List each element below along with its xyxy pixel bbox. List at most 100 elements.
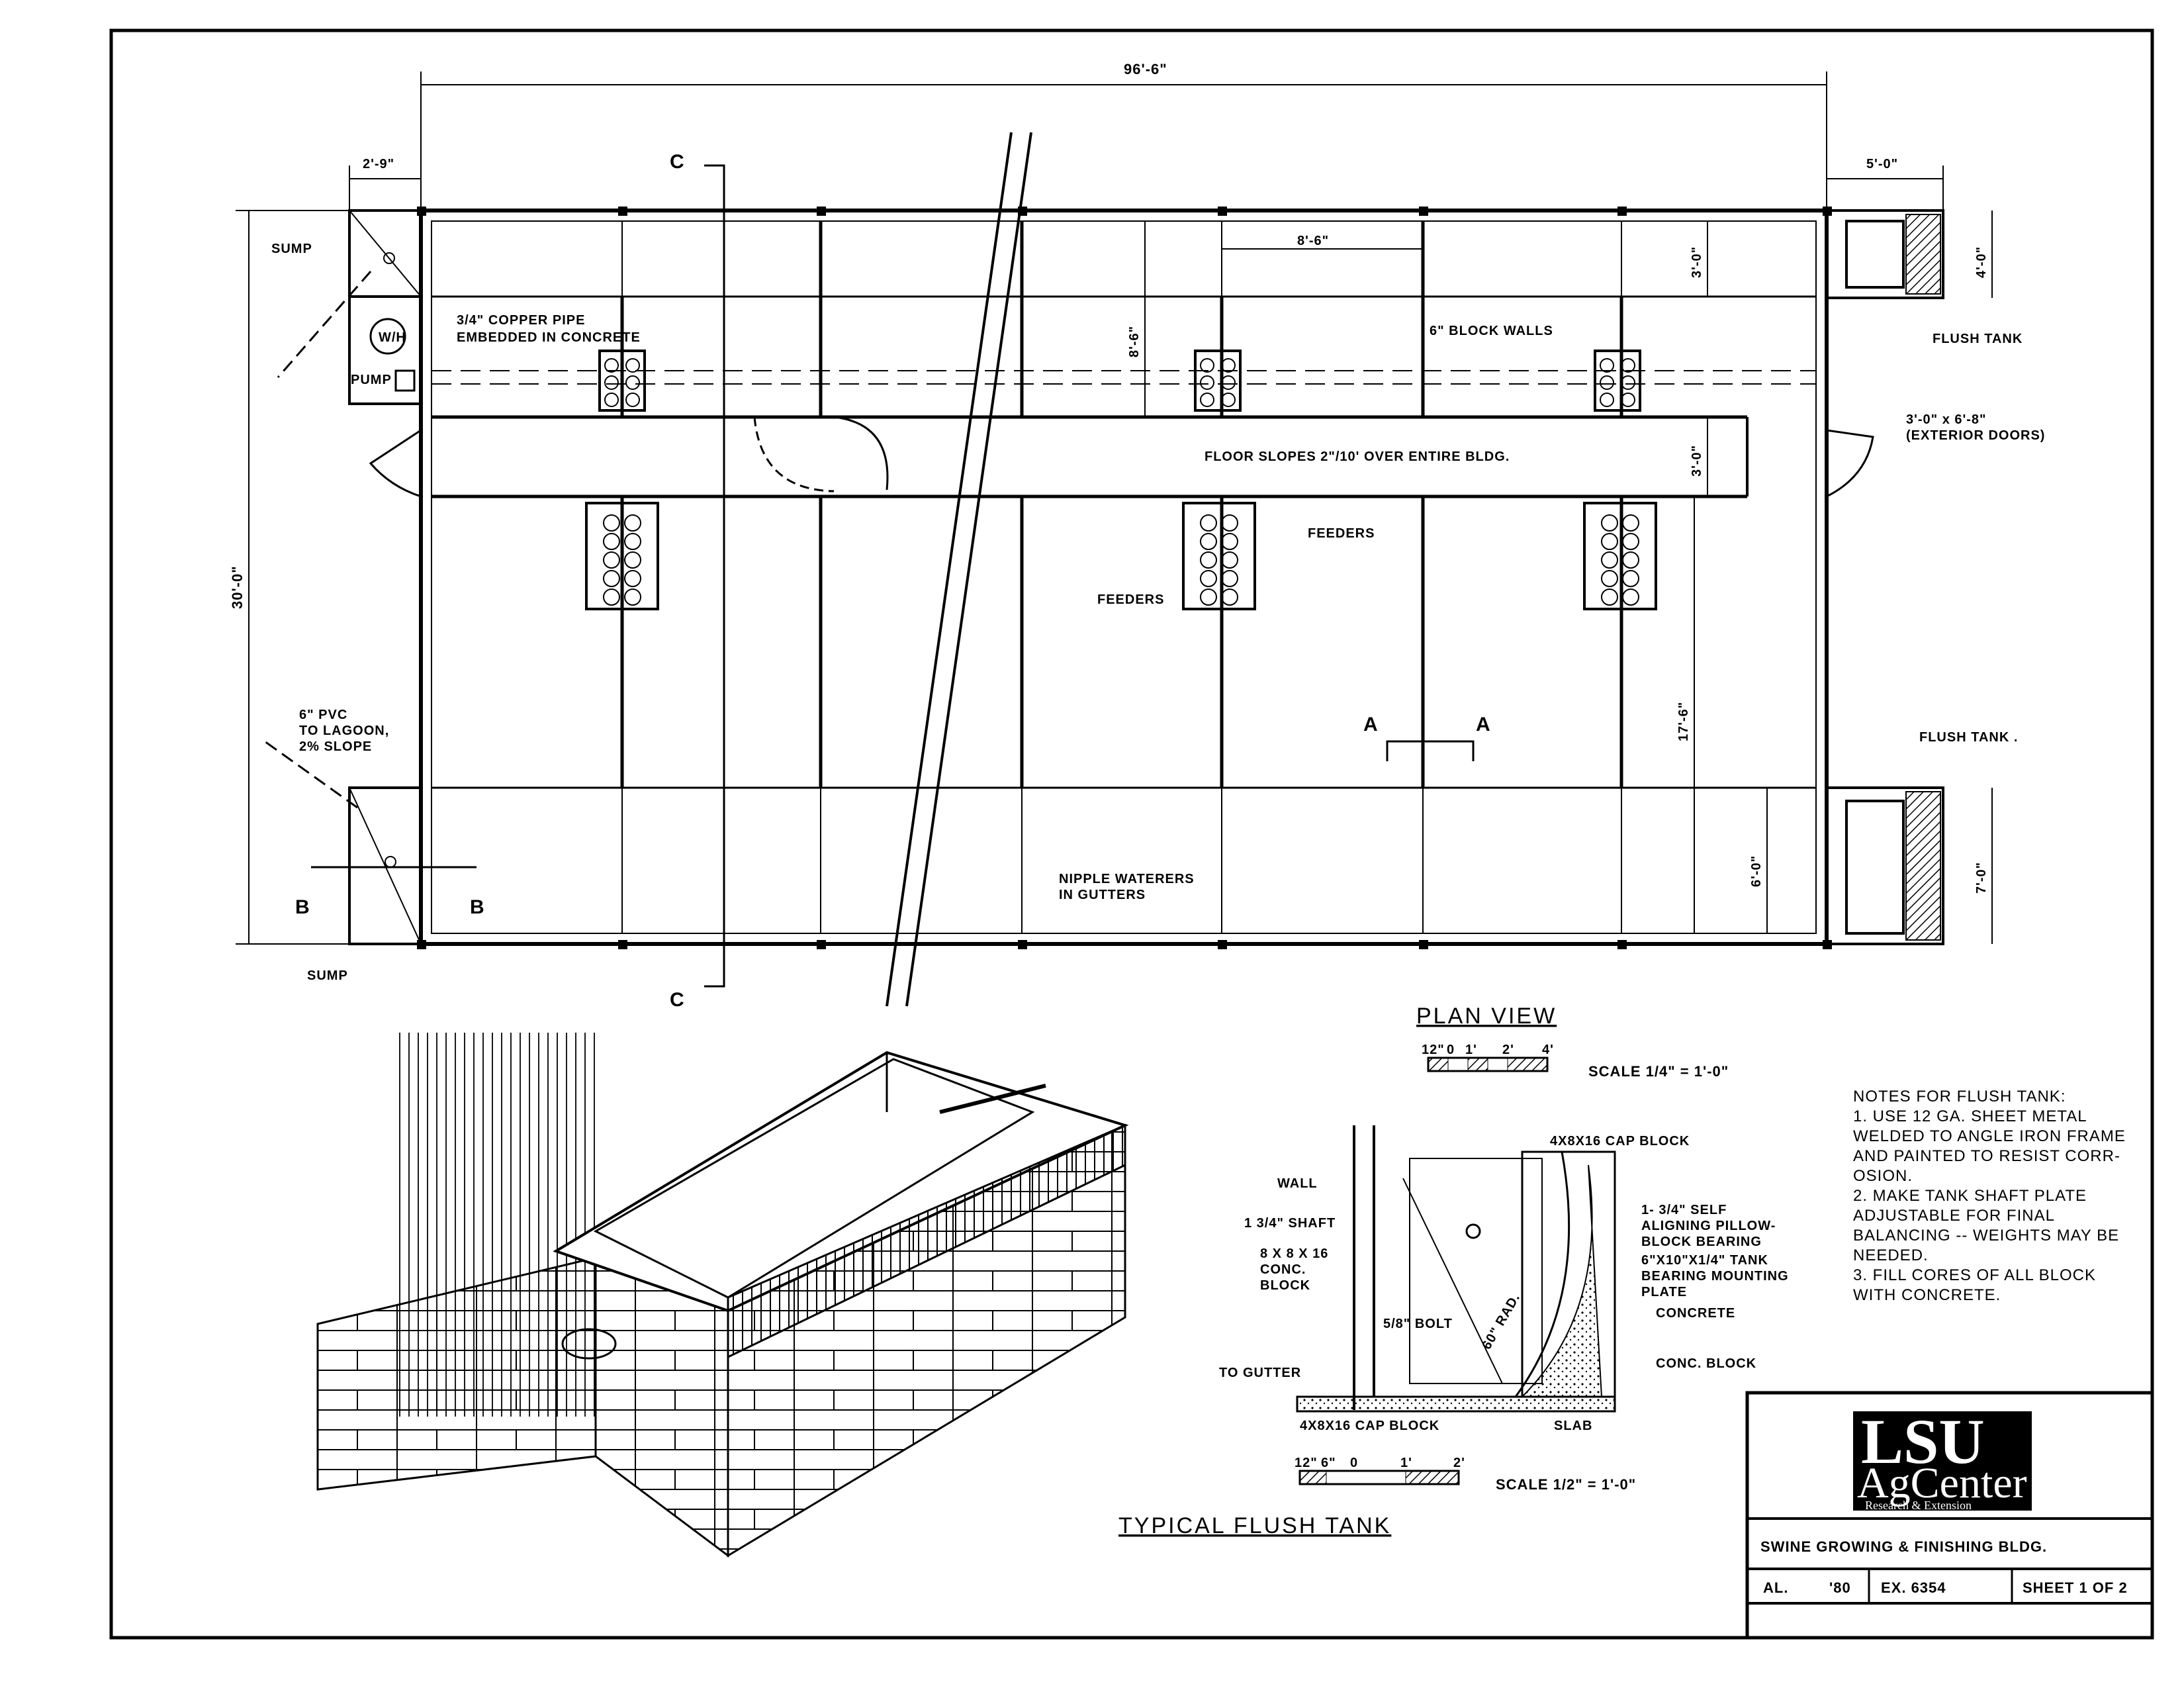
note-line: OSION. <box>1853 1167 1913 1185</box>
section-mark-c-bottom: C <box>670 989 684 1011</box>
plan-view <box>236 71 1993 1007</box>
section-detail <box>1296 1125 1616 1413</box>
dim-pen-width: 8'-6" <box>1297 234 1329 248</box>
break-line-right <box>905 132 1032 1007</box>
section-mark-b-right: B <box>470 896 484 918</box>
label-cap-block-bottom: 4X8X16 CAP BLOCK <box>1300 1419 1439 1433</box>
label-conc-block-2: CONC. <box>1260 1262 1306 1277</box>
note-line: NEEDED. <box>1853 1246 1929 1264</box>
title-block <box>1745 1391 2154 1640</box>
feeder <box>585 502 659 610</box>
label-doors-type: (EXTERIOR DOORS) <box>1906 428 2045 443</box>
dim-overall-length: 96'-6" <box>1124 61 1167 77</box>
dim-right-tank: 5'-0" <box>1866 157 1898 171</box>
dim-top-gutter: 3'-0" <box>1690 246 1704 278</box>
label-embedded: EMBEDDED IN CONCRETE <box>457 330 641 345</box>
feeder <box>1182 502 1256 610</box>
scale-plan-tick: 4' <box>1542 1043 1554 1057</box>
scale-detail-tick: 0 <box>1350 1456 1358 1470</box>
note-line: AND PAINTED TO RESIST CORR- <box>1853 1147 2120 1165</box>
sump-room-bottom <box>348 786 422 945</box>
scale-detail-text: SCALE 1/2" = 1'-0" <box>1496 1476 1636 1493</box>
project-title: SWINE GROWING & FINISHING BLDG. <box>1760 1538 2047 1555</box>
scale-bar-detail <box>1298 1470 1460 1485</box>
label-shaft: 1 3/4" SHAFT <box>1244 1216 1336 1231</box>
label-to-gutter: TO GUTTER <box>1219 1366 1301 1380</box>
section-mark-a-right: A <box>1476 714 1490 735</box>
flush-tank-title: TYPICAL FLUSH TANK <box>1118 1513 1391 1538</box>
heater-room <box>348 295 422 405</box>
scale-plan-tick: 2' <box>1502 1043 1514 1057</box>
dim-tank-bottom: 7'-0" <box>1974 862 1989 894</box>
label-feeders-right: FEEDERS <box>1308 526 1375 541</box>
section-mark-a-left: A <box>1363 714 1378 735</box>
scale-bar-plan <box>1427 1056 1549 1072</box>
scale-plan-text: SCALE 1/4" = 1'-0" <box>1588 1063 1729 1080</box>
label-floor-slope: FLOOR SLOPES 2"/10' OVER ENTIRE BLDG. <box>1205 449 1510 464</box>
dim-bottom-gutter: 6'-0" <box>1749 855 1764 887</box>
note-line: WELDED TO ANGLE IRON FRAME <box>1853 1127 2126 1145</box>
scale-detail-tick: 2' <box>1453 1456 1465 1470</box>
label-sump-bottom: SUMP <box>307 968 348 983</box>
note-line: 2. MAKE TANK SHAFT PLATE <box>1853 1187 2087 1205</box>
feeder <box>598 350 646 412</box>
feeders-group <box>585 350 1657 610</box>
label-sump-top: SUMP <box>271 242 312 256</box>
label-feeders-left: FEEDERS <box>1097 592 1164 607</box>
section-mark-b-left: B <box>295 896 310 918</box>
flush-tank-bottom <box>1825 786 1944 945</box>
label-concrete: CONCRETE <box>1656 1306 1735 1321</box>
title-state: AL. <box>1763 1579 1788 1596</box>
label-pvc-1: 6" PVC <box>299 708 347 722</box>
title-sheet: SHEET 1 OF 2 <box>2023 1579 2128 1596</box>
scale-detail-tick: 1' <box>1400 1456 1412 1470</box>
note-line: 1. USE 12 GA. SHEET METAL <box>1853 1107 2087 1125</box>
label-nipple-2: IN GUTTERS <box>1059 888 1146 902</box>
label-pillow-2: ALIGNING PILLOW- <box>1641 1219 1776 1233</box>
label-pvc-3: 2% SLOPE <box>299 739 372 754</box>
flush-tank-top <box>1825 209 1944 299</box>
note-line: BALANCING -- WEIGHTS MAY BE <box>1853 1227 2119 1244</box>
feeder <box>1194 350 1242 412</box>
note-line: WITH CONCRETE. <box>1853 1286 2001 1304</box>
label-pump: PUMP <box>351 373 392 387</box>
logo-agcenter: AgCenter <box>1857 1459 2027 1507</box>
logo-lsu: LSU <box>1861 1406 1985 1477</box>
scale-detail-tick: 6" <box>1321 1456 1336 1470</box>
water-heater <box>369 318 406 355</box>
label-bolt: 5/8" BOLT <box>1383 1317 1453 1331</box>
label-plate-1: 6"X10"X1/4" TANK <box>1641 1253 1768 1268</box>
dim-overall-width: 30'-0" <box>229 565 246 609</box>
label-plate-2: BEARING MOUNTING <box>1641 1269 1789 1284</box>
scale-plan-tick: 1' <box>1465 1043 1477 1057</box>
label-wall: WALL <box>1277 1176 1318 1191</box>
label-flush-tank-bottom: FLUSH TANK . <box>1919 730 2018 745</box>
label-slab: SLAB <box>1554 1419 1592 1433</box>
sheet-border <box>109 28 2154 1640</box>
label-wh: W/H <box>379 330 406 345</box>
dim-tank-top: 4'-0" <box>1974 246 1989 278</box>
label-pillow-1: 1- 3/4" SELF <box>1641 1203 1727 1217</box>
label-conc-block: CONC. BLOCK <box>1656 1356 1756 1371</box>
plan-view-title: PLAN VIEW <box>1416 1004 1557 1029</box>
label-cap-block-top: 4X8X16 CAP BLOCK <box>1550 1134 1690 1149</box>
section-mark-c-top: C <box>670 151 684 173</box>
label-block-walls: 6" BLOCK WALLS <box>1430 324 1553 338</box>
label-plate-3: PLATE <box>1641 1285 1687 1299</box>
label-flush-tank-top: FLUSH TANK <box>1933 332 2023 346</box>
label-pvc-2: TO LAGOON, <box>299 724 389 738</box>
scale-plan-tick: 0 <box>1447 1043 1455 1057</box>
label-radius: 60" RAD. <box>1479 1291 1523 1352</box>
feeder <box>1583 502 1657 610</box>
building-outline <box>419 209 1829 946</box>
note-line: NOTES FOR FLUSH TANK: <box>1853 1088 2066 1105</box>
dim-top-pen-depth: 8'-6" <box>1127 326 1142 357</box>
feeder <box>1594 350 1641 412</box>
note-line: 3. FILL CORES OF ALL BLOCK <box>1853 1266 2096 1284</box>
dim-bottom-pen-depth: 17'-6" <box>1676 702 1691 741</box>
scale-plan-tick: 12" <box>1422 1043 1445 1057</box>
title-year: '80 <box>1829 1579 1851 1596</box>
note-line: ADJUSTABLE FOR FINAL <box>1853 1207 2055 1225</box>
isometric-flush-tank <box>316 1033 1129 1558</box>
